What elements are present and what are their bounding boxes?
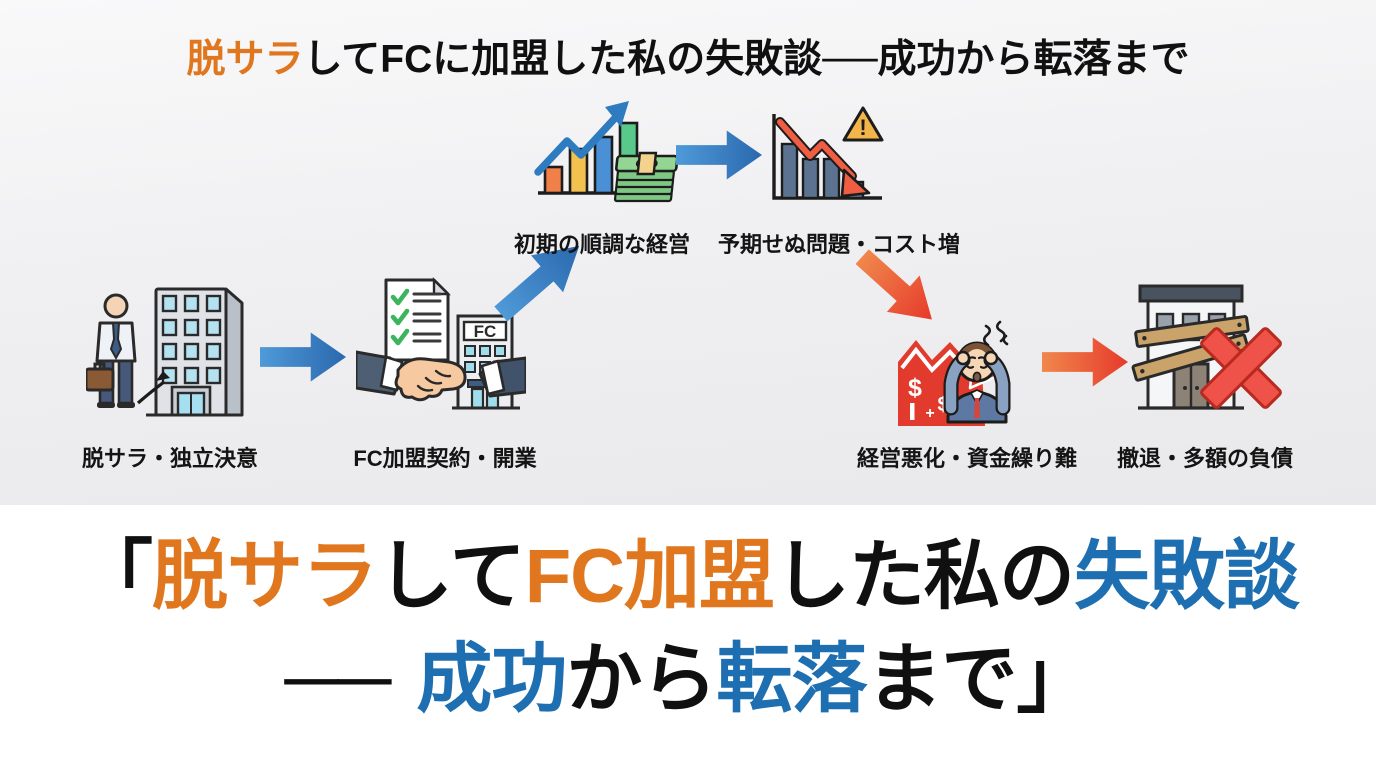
declining-chart-warning-icon: ! xyxy=(760,104,890,216)
headline-datsusara: 脱サラ xyxy=(151,534,378,619)
arrow-right-icon xyxy=(260,332,346,382)
closed-store-red-x-icon xyxy=(1130,280,1285,434)
stage-label-6: 撤退・多額の負債 xyxy=(1116,446,1293,471)
dollar-symbol: $ xyxy=(937,394,948,416)
stage-label-3: 初期の順調な経営 xyxy=(513,232,690,257)
headline-tenraku: 転落 xyxy=(716,637,867,723)
title-main-text: してFCに加盟した私の失敗談──成功から転落まで xyxy=(303,38,1190,81)
headline-seikou: 成功 xyxy=(416,637,567,723)
flow-section: 脱サラしてFCに加盟した私の失敗談──成功から転落まで xyxy=(0,0,1376,505)
headline-shite: して xyxy=(376,534,526,619)
stage-label-4: 予期せぬ問題・コスト増 xyxy=(717,232,960,257)
plus-symbol: + xyxy=(925,405,934,422)
dollar-symbol: $ xyxy=(908,374,922,402)
headline-section: 「脱サラしてFC加盟した私の失敗談 ── 成功から転落まで」 xyxy=(0,505,1376,768)
headline-made-close-quote: まで」 xyxy=(866,637,1092,723)
stage-label-5: 経営悪化・資金繰り難 xyxy=(856,446,1077,471)
red-x-icon xyxy=(1200,327,1282,409)
headline-dash: ── xyxy=(284,637,392,723)
headline-fc-kamei: FC加盟 xyxy=(524,534,775,619)
headline-line-1: 「脱サラしてFC加盟した私の失敗談 xyxy=(0,525,1376,628)
businessman-office-building-icon xyxy=(86,281,246,435)
title-highlight-text: 脱サラ xyxy=(186,38,304,81)
warning-exclamation: ! xyxy=(859,115,866,140)
headline-shita-watashino: した私の xyxy=(774,534,1075,619)
stage-label-1: 脱サラ・独立決意 xyxy=(81,446,258,471)
headline-open-quote: 「 xyxy=(76,534,153,619)
growth-chart-money-icon xyxy=(532,96,684,210)
money-loss-stressed-man-icon: $ $ + xyxy=(890,310,1042,436)
headline-kara: から xyxy=(566,637,717,723)
headline-line-2: ── 成功から転落まで」 xyxy=(0,628,1376,731)
arrow-right-icon xyxy=(676,130,762,180)
contract-handshake-fc-building-icon: FC xyxy=(356,276,526,436)
stage-label-2: FC加盟契約・開業 xyxy=(353,446,537,471)
headline-shippaidan: 失敗談 xyxy=(1074,534,1300,619)
fc-building-sign: FC xyxy=(474,322,497,341)
page-title: 脱サラしてFCに加盟した私の失敗談──成功から転落まで xyxy=(0,28,1376,84)
arrow-right-icon xyxy=(1042,337,1128,387)
